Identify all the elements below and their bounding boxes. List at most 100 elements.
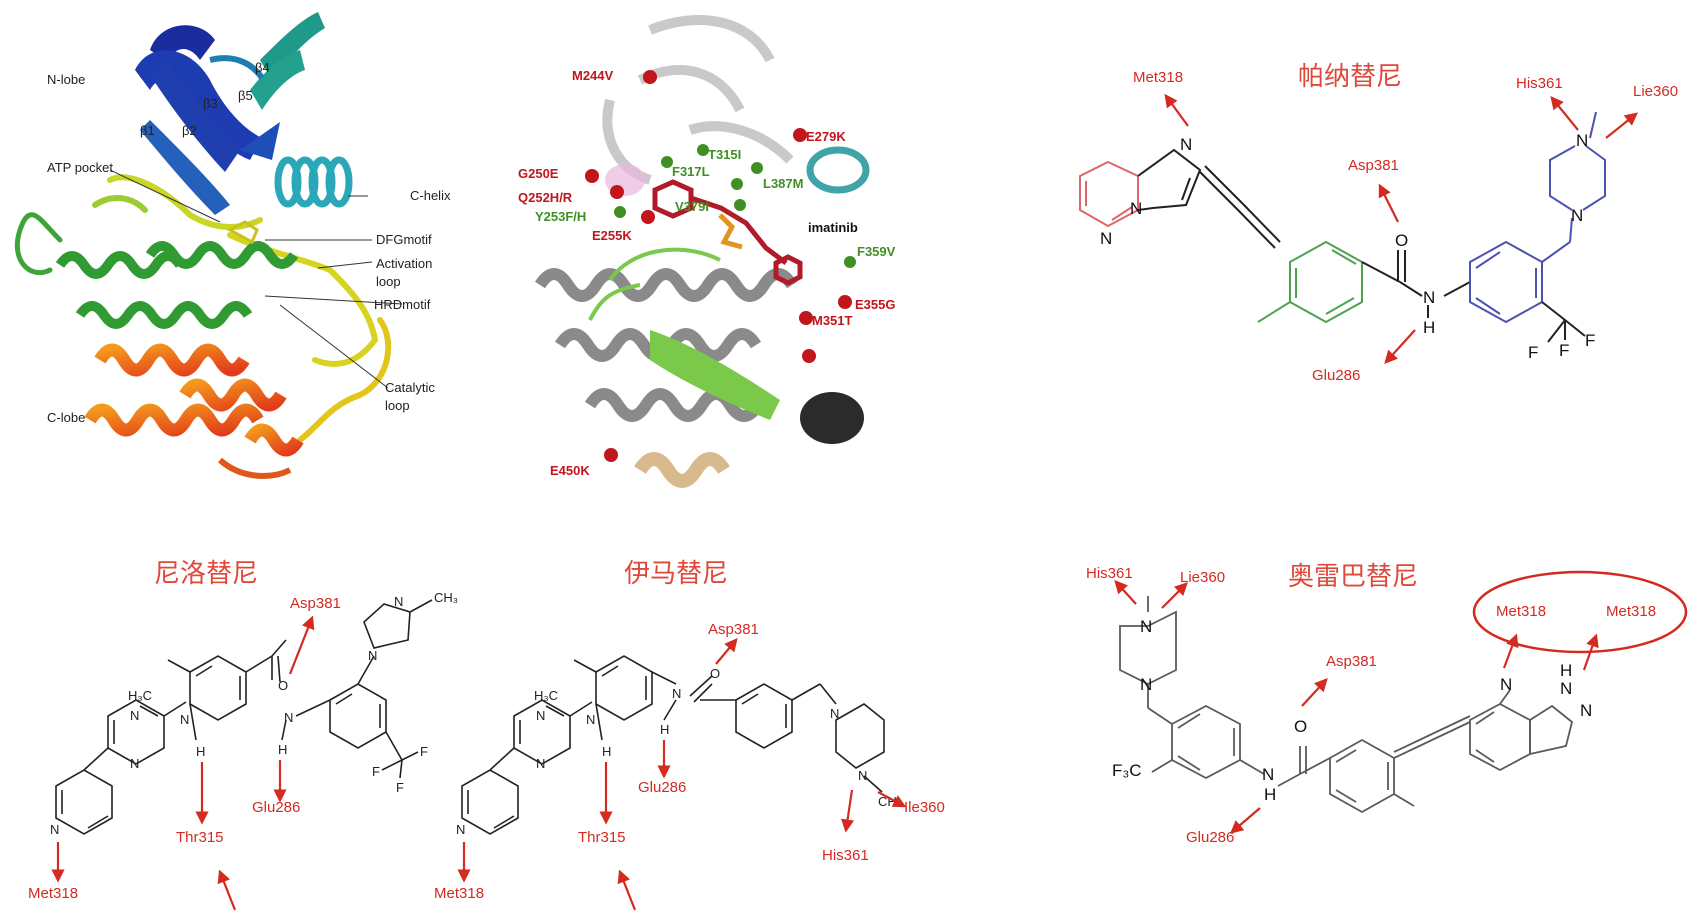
ponatinib-toluene-ring: [1257, 240, 1363, 324]
hrd-motif-label: HRDmotif: [374, 297, 431, 312]
residue-met318: Met318: [1606, 603, 1656, 620]
residue-his361: His361: [822, 847, 869, 864]
atom-n: N: [1500, 675, 1512, 694]
atom-n: N: [1130, 199, 1142, 218]
nilotinib-panel: 尼洛替尼: [28, 559, 458, 911]
beta3-label: β3: [203, 96, 218, 111]
mutation-l387m: L387M: [763, 176, 803, 191]
residue-glu286: Glu286: [1312, 367, 1360, 384]
residue-glu286: Glu286: [638, 779, 686, 796]
mutation-f317l: F317L: [672, 164, 710, 179]
mutation-map-panel: M244V E279K G250E Q252H/R E255K E355G M3…: [518, 15, 896, 488]
annotation-leader-lines: [109, 169, 403, 389]
atom-n: N: [456, 822, 465, 837]
olverembatinib-panel: 奥雷巴替尼: [1086, 562, 1688, 846]
c-helix-coil: [274, 156, 353, 208]
olverembatinib-f3c: F₃C: [1112, 761, 1142, 780]
atom-n: N: [1571, 206, 1583, 225]
green-activation-loop: [650, 330, 780, 420]
residue-glu286: Glu286: [1186, 829, 1234, 846]
mutation-f359v: F359V: [857, 244, 896, 259]
residue-met318: Met318: [434, 885, 484, 902]
mutation-e450k: E450K: [550, 463, 590, 478]
nilotinib-h3c: H₃C: [128, 688, 152, 703]
ponatinib-aryl-ring: [1469, 217, 1573, 324]
atom-n: N: [130, 708, 139, 723]
tan-helix: [634, 452, 730, 488]
imatinib-ch3: CH₃: [878, 794, 902, 809]
atom-n: N: [1262, 765, 1274, 784]
residue-glu286: Glu286: [252, 799, 300, 816]
atom-f: F: [1585, 331, 1595, 350]
activation-loop-label-1: Activation: [376, 256, 432, 271]
c-lobe-helices: [84, 343, 304, 457]
residue-thr315: Thr315: [176, 829, 224, 846]
residue-asp381: Asp381: [1326, 653, 1377, 670]
c-helix-teal: [806, 146, 870, 194]
atom-n: N: [180, 712, 189, 727]
ponatinib-title: 帕纳替尼: [1298, 62, 1402, 92]
atom-f: F: [396, 780, 404, 795]
atom-f: F: [1528, 343, 1538, 362]
mutation-e355g: E355G: [855, 297, 895, 312]
light-ribbon-top: [602, 15, 794, 185]
atom-h: H: [660, 722, 669, 737]
dfg-motif-sticks: [226, 220, 259, 245]
mutation-q252hr: Q252H/R: [518, 190, 573, 205]
atom-n: N: [536, 708, 545, 723]
nilotinib-skeleton: [55, 599, 433, 835]
atom-n: N: [586, 712, 595, 727]
dfg-motif-label: DFGmotif: [376, 232, 432, 247]
nilotinib-ch3: CH₃: [434, 590, 458, 605]
ponatinib-panel: 帕纳替尼: [1079, 62, 1678, 384]
atom-o: O: [1395, 231, 1408, 250]
atom-n: N: [1580, 701, 1592, 720]
green-mutation-points: [614, 144, 856, 268]
imatinib-panel: 伊马替尼 H₃C N N N N H N: [434, 559, 945, 911]
residue-ile360: Ile360: [904, 799, 945, 816]
green-helices: [55, 241, 299, 329]
imatinib-ligand-label: imatinib: [808, 220, 858, 235]
mutation-v379i: V379I: [675, 199, 709, 214]
c-helix-label: C-helix: [410, 188, 451, 203]
imatinib-h3c: H₃C: [534, 688, 558, 703]
atom-n: N: [1576, 131, 1588, 150]
atom-h: H: [196, 744, 205, 759]
kinase-structure-panel: N-lobe β1 β2 β3 β4 β5 ATP pocket C-helix…: [14, 12, 451, 479]
beta4-label: β4: [255, 60, 270, 75]
residue-lie360: Lie360: [1633, 83, 1678, 100]
residue-asp381: Asp381: [1348, 157, 1399, 174]
beta2-label: β2: [182, 123, 197, 138]
atom-h: H: [1264, 785, 1276, 804]
activation-loop: [14, 174, 392, 443]
residue-his361: His361: [1086, 565, 1133, 582]
beta5-label: β5: [238, 88, 253, 103]
imatinib-skeleton: [461, 655, 885, 835]
mutation-y253fh: Y253F/H: [535, 209, 586, 224]
met318-highlight-ellipse: [1472, 570, 1688, 654]
atom-n: N: [1423, 288, 1435, 307]
atom-f: F: [1559, 341, 1569, 360]
atom-h: H: [1560, 661, 1572, 680]
residue-thr315: Thr315: [578, 829, 626, 846]
imatinib-molecule: [652, 179, 803, 286]
imatinib-title: 伊马替尼: [624, 559, 728, 589]
mutation-t315i: T315I: [708, 147, 741, 162]
atom-f: F: [372, 764, 380, 779]
atom-n: N: [1100, 229, 1112, 248]
n-lobe-label: N-lobe: [47, 72, 85, 87]
atom-h: H: [278, 742, 287, 757]
atom-n: N: [368, 648, 377, 663]
atp-pocket-label: ATP pocket: [47, 160, 113, 175]
red-mutation-points: [585, 70, 852, 462]
mutation-e255k: E255K: [592, 228, 632, 243]
atom-o: O: [710, 666, 720, 681]
atom-n: N: [830, 706, 839, 721]
atom-n: N: [536, 756, 545, 771]
residue-met318: Met318: [28, 885, 78, 902]
mutation-g250e: G250E: [518, 166, 559, 181]
mutation-m244v: M244V: [572, 68, 614, 83]
catalytic-loop-label-2: loop: [385, 398, 410, 413]
dark-helix: [800, 392, 864, 444]
